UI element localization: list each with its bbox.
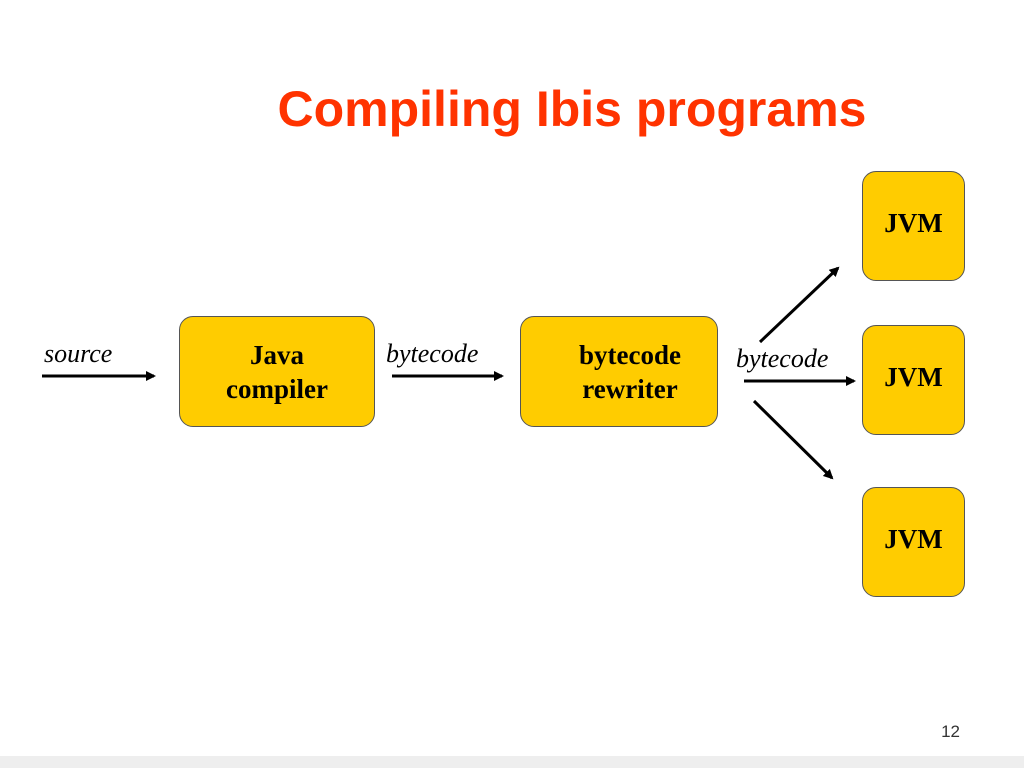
slide-title: Compiling Ibis programs <box>277 81 867 137</box>
label-bytecode-1: bytecode <box>386 339 479 368</box>
box-jvm-bottom-label: JVM <box>884 524 943 554</box>
box-jvm-middle-label: JVM <box>884 362 943 392</box>
page-number: 12 <box>941 722 960 741</box>
box-java-compiler: Java compiler <box>179 316 375 427</box>
box-jvm-top-label: JVM <box>884 208 943 238</box>
label-source: source <box>44 339 113 368</box>
box-bytecode-rewriter: bytecode rewriter <box>520 316 718 427</box>
footer-bar <box>0 756 1024 768</box>
box-java-compiler-label: Java compiler <box>226 339 328 404</box>
box-jvm-middle: JVM <box>862 325 965 435</box>
box-bytecode-rewriter-label: bytecode rewriter <box>579 339 681 404</box>
arrow-rewriter-to-jvm-bottom <box>752 399 834 480</box>
box-jvm-bottom: JVM <box>862 487 965 597</box>
arrow-rewriter-to-jvm-top <box>758 266 840 344</box>
box-jvm-top: JVM <box>862 171 965 281</box>
label-bytecode-2: bytecode <box>736 344 829 373</box>
